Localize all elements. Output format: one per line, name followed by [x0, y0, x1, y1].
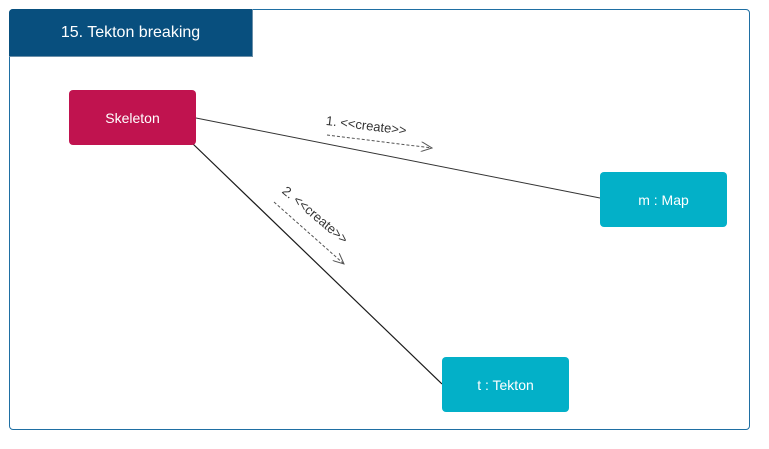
- link-skeleton-tekton: [191, 142, 443, 385]
- message-1-arrow: [326, 134, 432, 148]
- lifeline-map-label: m : Map: [638, 191, 689, 208]
- lifeline-tekton-label: t : Tekton: [477, 376, 534, 393]
- message-2-arrow: [273, 201, 344, 264]
- lifeline-map[interactable]: m : Map: [600, 172, 727, 227]
- lifeline-skeleton[interactable]: Skeleton: [69, 90, 196, 145]
- lifeline-tekton[interactable]: t : Tekton: [442, 357, 569, 412]
- lifeline-skeleton-label: Skeleton: [105, 109, 160, 126]
- link-skeleton-map: [195, 117, 601, 199]
- diagram-title: 15. Tekton breaking: [9, 9, 253, 57]
